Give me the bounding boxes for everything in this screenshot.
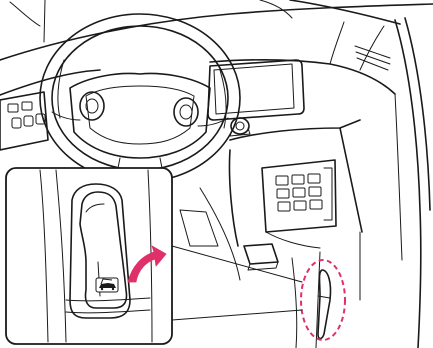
hood-release-lever-location <box>318 270 331 339</box>
location-highlight-ellipse <box>301 260 345 340</box>
center-display <box>208 60 304 120</box>
center-console <box>229 120 362 300</box>
car-hood-open-icon <box>96 278 118 292</box>
callout-leader-lines <box>172 246 302 320</box>
